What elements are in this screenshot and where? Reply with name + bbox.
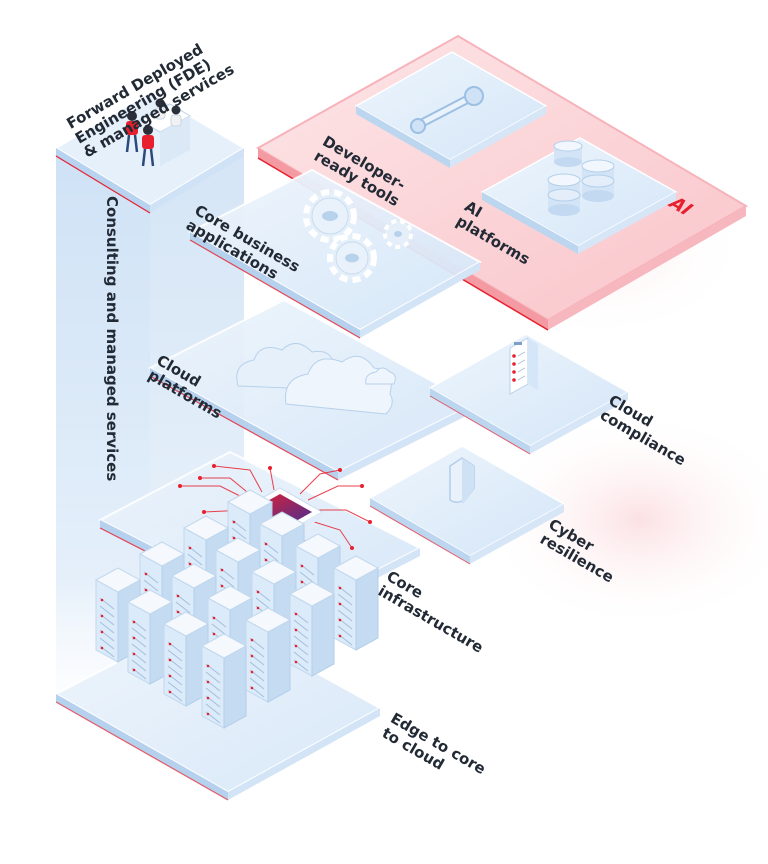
- server-rack: [332, 555, 380, 651]
- wrench-icon: [410, 86, 484, 134]
- database-icon: [547, 140, 615, 216]
- shield-icon: [449, 457, 475, 504]
- cloud-icon: [236, 343, 396, 415]
- server-rack: [200, 633, 248, 729]
- checklist-icon: [509, 337, 538, 395]
- server-rack: [94, 567, 142, 663]
- server-rack-icon: [94, 489, 380, 729]
- cyber-resilience-tile: [368, 445, 566, 564]
- server-rack: [288, 581, 336, 677]
- consulting-label: Consulting and managed services: [103, 196, 121, 482]
- server-rack: [244, 607, 292, 703]
- server-rack: [162, 611, 210, 707]
- gears-icon: [303, 189, 413, 283]
- cloud-compliance-tile: [428, 333, 630, 454]
- people-meeting-icon: [125, 98, 192, 167]
